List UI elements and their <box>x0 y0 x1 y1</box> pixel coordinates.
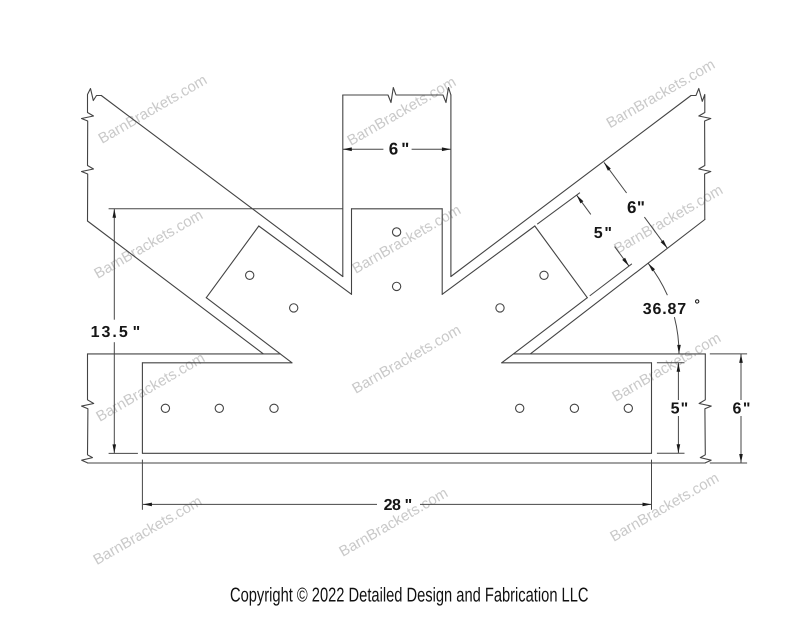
svg-text:": " <box>604 225 614 242</box>
svg-text:Copyright © 2022 Detailed Desi: Copyright © 2022 Detailed Design and Fab… <box>230 585 589 607</box>
svg-text:6: 6 <box>733 401 744 418</box>
svg-text:": " <box>743 401 753 418</box>
svg-text:": " <box>637 198 645 217</box>
svg-text:": " <box>133 324 143 341</box>
svg-text:": " <box>405 497 415 514</box>
svg-text:": " <box>401 140 409 159</box>
svg-text:°: ° <box>694 296 700 312</box>
svg-text:5: 5 <box>671 401 682 418</box>
svg-text:": " <box>681 401 691 418</box>
svg-text:6: 6 <box>389 140 398 159</box>
svg-text:5: 5 <box>594 225 605 242</box>
svg-text:6: 6 <box>627 198 636 217</box>
svg-text:13.5: 13.5 <box>91 324 130 341</box>
svg-text:28: 28 <box>384 497 404 514</box>
svg-text:36.87: 36.87 <box>643 301 689 318</box>
